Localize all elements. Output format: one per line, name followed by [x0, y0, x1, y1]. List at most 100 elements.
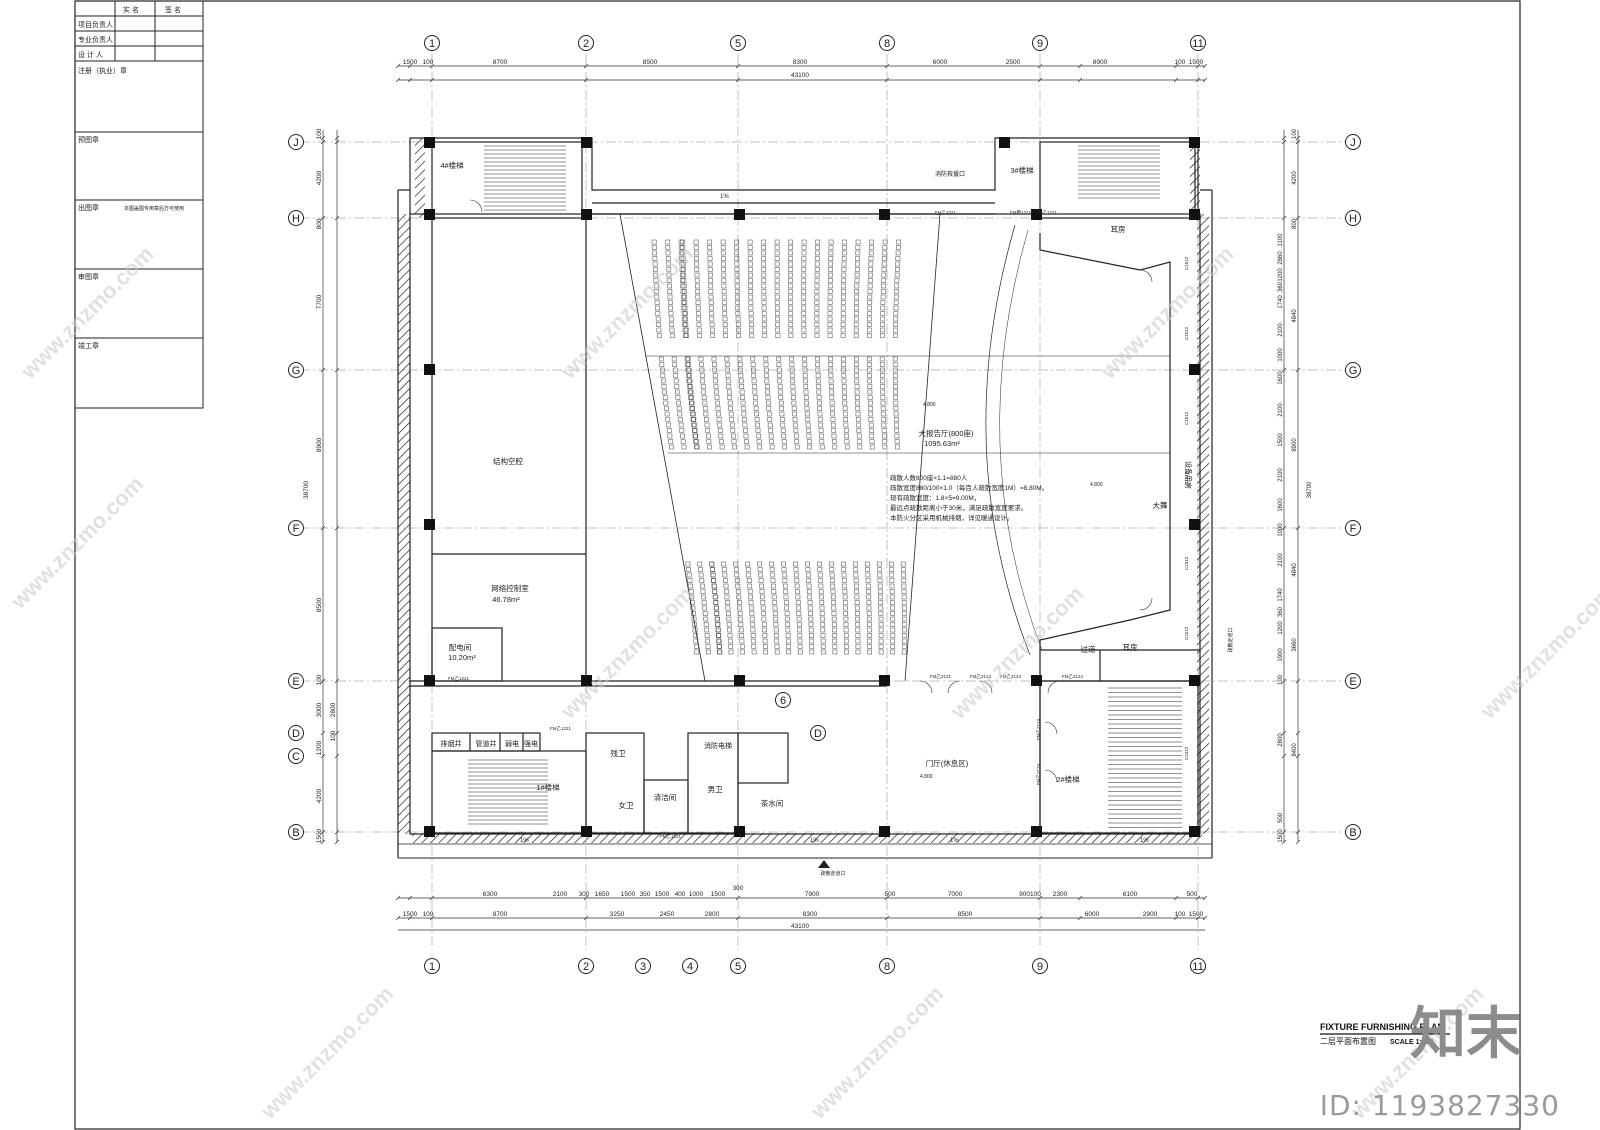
auditorium-seat [673, 373, 679, 378]
auditorium-seat [900, 561, 906, 567]
axis-bubble-bottom: 11 [1190, 958, 1206, 974]
auditorium-seat [667, 433, 673, 439]
auditorium-seat [701, 395, 707, 400]
auditorium-seat [791, 395, 796, 400]
auditorium-seat [867, 644, 872, 649]
auditorium-seat [794, 578, 800, 583]
dim-tick [1281, 829, 1287, 835]
auditorium-seat [739, 389, 745, 395]
auditorium-seat [671, 356, 677, 362]
structural-column [581, 137, 592, 148]
auditorium-seat [747, 267, 753, 272]
auditorium-seat [818, 583, 824, 589]
auditorium-seat [667, 294, 673, 300]
auditorium-seat [771, 583, 776, 589]
auditorium-seat [832, 638, 838, 644]
auditorium-seat [854, 378, 860, 384]
auditorium-seat [694, 644, 699, 649]
auditorium-seat [739, 644, 745, 649]
dim-tick [320, 839, 326, 845]
auditorium-seat [843, 627, 849, 633]
auditorium-seat [807, 600, 813, 605]
auditorium-seat [722, 322, 728, 327]
auditorium-seat [827, 311, 833, 316]
auditorium-seat [843, 422, 849, 428]
auditorium-seat [740, 649, 745, 655]
auditorium-seat [727, 627, 732, 633]
auditorium-seat [738, 373, 744, 378]
auditorium-seat [806, 589, 812, 594]
auditorium-seat [729, 417, 735, 422]
auditorium-seat [767, 417, 773, 422]
auditorium-seat [694, 261, 700, 267]
axis-label: J [1350, 137, 1356, 149]
auditorium-seat [831, 622, 837, 627]
auditorium-seat [743, 433, 749, 439]
auditorium-seat [801, 289, 807, 294]
auditorium-seat [775, 311, 780, 316]
dim-tick [583, 63, 589, 69]
auditorium-seat [840, 322, 846, 327]
watermark-id: ID: 1193827330 [1319, 1089, 1560, 1122]
auditorium-seat [725, 373, 731, 378]
auditorium-seat [707, 261, 713, 267]
auditorium-seat [801, 256, 807, 261]
auditorium-seat [710, 567, 715, 572]
auditorium-seat [853, 327, 859, 333]
auditorium-seat [680, 283, 686, 289]
auditorium-seat [784, 616, 790, 622]
auditorium-seat [774, 256, 780, 261]
dim-label: 8500 [643, 59, 658, 66]
auditorium-seat [736, 600, 742, 605]
auditorium-seat [797, 638, 803, 644]
auditorium-seat [749, 605, 754, 611]
structural-column [581, 826, 592, 837]
auditorium-seat [788, 250, 793, 256]
note-line: 疏散人数800座×1.1=880人 [890, 473, 968, 482]
auditorium-seat [669, 322, 674, 327]
dim-tick [395, 63, 401, 69]
title-block-stamp-note: 本图盖图专用章后方可使用 [124, 205, 184, 212]
auditorium-seat [855, 245, 861, 250]
auditorium-seat [889, 594, 895, 600]
auditorium-seat [801, 322, 807, 327]
auditorium-seat [801, 245, 807, 250]
auditorium-seat [738, 627, 744, 633]
auditorium-seat [814, 294, 820, 300]
auditorium-seat [901, 600, 907, 605]
dim-label: 100 [330, 730, 337, 741]
dim-label: 2100 [1278, 403, 1284, 417]
window-tag: C2412 [1184, 746, 1189, 760]
auditorium-seat [868, 417, 874, 422]
auditorium-seat [890, 627, 896, 633]
auditorium-seat [750, 627, 756, 633]
auditorium-seat [801, 272, 807, 278]
dim-tick [334, 839, 340, 845]
auditorium-seat [702, 400, 708, 406]
auditorium-seat [795, 594, 801, 600]
dim-label: 3000 [316, 702, 323, 717]
auditorium-seat [841, 378, 847, 384]
auditorium-seat [830, 406, 835, 411]
auditorium-seat [788, 316, 793, 322]
auditorium-seat [772, 600, 777, 605]
auditorium-seat [721, 294, 727, 300]
auditorium-seat [843, 616, 849, 622]
dim-label: 6300 [483, 891, 498, 898]
dim-label: 8500 [958, 911, 973, 918]
axis-label: 8 [884, 961, 890, 973]
door-tag: FM乙1221 [448, 675, 470, 681]
auditorium-seat [869, 428, 874, 433]
auditorium-seat [854, 305, 859, 311]
auditorium-seat [752, 395, 758, 400]
auditorium-seat [866, 327, 872, 333]
auditorium-seat [788, 333, 794, 338]
auditorium-seat [880, 384, 885, 389]
auditorium-seat [672, 367, 678, 373]
auditorium-seat [734, 572, 740, 578]
dim-tick [1037, 63, 1043, 69]
auditorium-seat [751, 367, 756, 373]
auditorium-seat [750, 356, 756, 362]
auditorium-seat [757, 561, 762, 567]
axis-bubble-right: F [1345, 520, 1361, 536]
